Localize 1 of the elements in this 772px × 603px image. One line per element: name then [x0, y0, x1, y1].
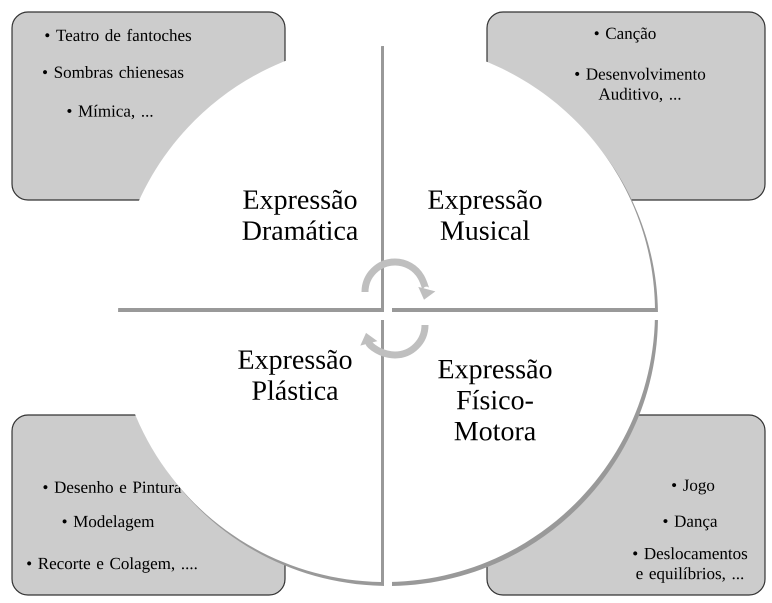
cycle-arrow [360, 324, 428, 358]
